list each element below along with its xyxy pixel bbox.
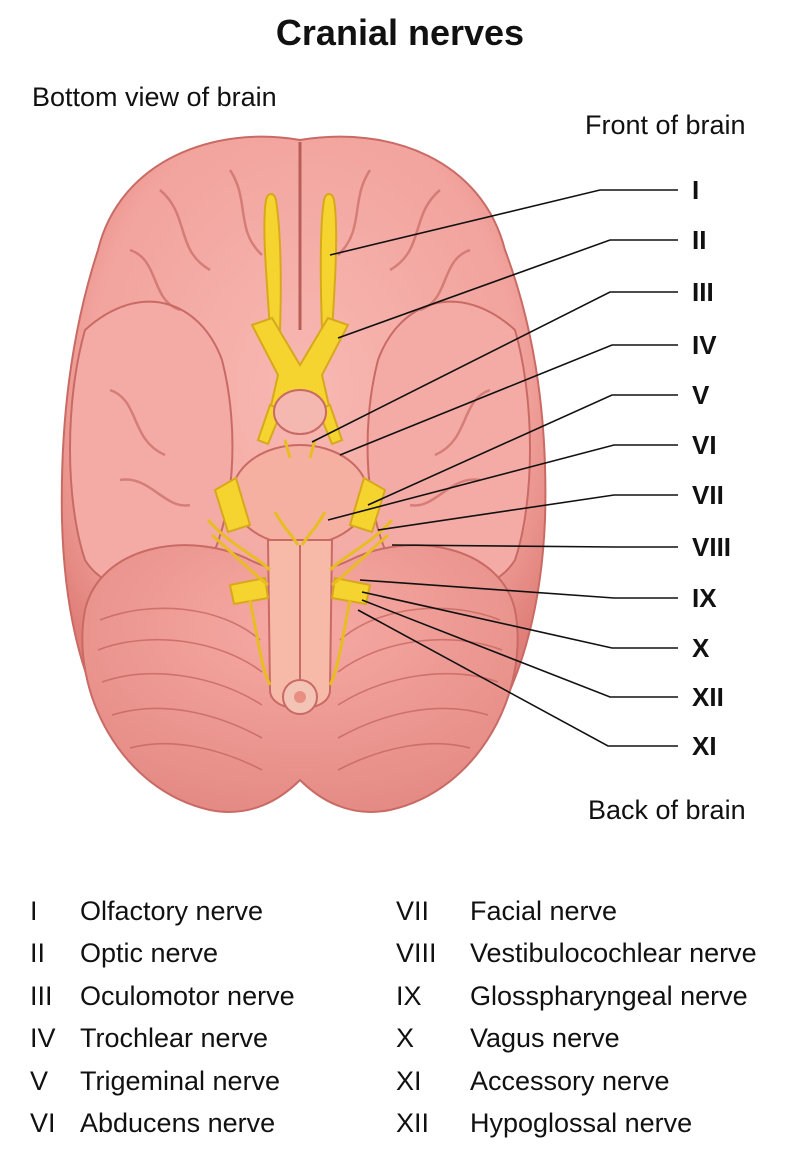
- callout-label: IX: [692, 583, 717, 613]
- legend-numeral: II: [30, 938, 46, 969]
- callout-label: I: [692, 175, 700, 205]
- legend-nerve-name: Trochlear nerve: [80, 1023, 269, 1054]
- trigeminal-right: [348, 476, 387, 534]
- callout-label: II: [692, 225, 707, 255]
- legend-numeral: IX: [396, 980, 422, 1011]
- legend-numeral: VII: [396, 895, 430, 926]
- legend-numeral: III: [30, 980, 53, 1011]
- callout-label: V: [692, 380, 710, 410]
- legend-nerve-name: Accessory nerve: [470, 1065, 670, 1096]
- legend-item: VI Abducens nerve: [30, 1103, 430, 1146]
- nerve-root-left: [228, 576, 270, 606]
- legend-item: II Optic nerve: [30, 933, 430, 976]
- legend-nerve-name: Optic nerve: [80, 938, 219, 969]
- trigeminal-left: [213, 476, 252, 534]
- pituitary: [273, 389, 327, 435]
- legend-numeral: XI: [396, 1065, 422, 1096]
- legend-nerve-name: Facial nerve: [470, 895, 618, 926]
- callout-label: III: [692, 277, 714, 307]
- olfactory-bulb-left: [263, 193, 282, 331]
- legend-nerve-name: Vagus nerve: [470, 1023, 620, 1054]
- legend-nerve-name: Oculomotor nerve: [80, 980, 295, 1011]
- legend-item: XII Hypoglossal nerve: [396, 1103, 796, 1146]
- legend-numeral: I: [30, 895, 38, 926]
- legend-numeral: V: [30, 1065, 49, 1096]
- front-of-brain-label: Front of brain: [585, 110, 746, 140]
- legend-item: IV Trochlear nerve: [30, 1018, 430, 1061]
- legend-numeral: VIII: [396, 938, 437, 969]
- legend-item: I Olfactory nerve: [30, 890, 430, 933]
- callout-label: VII: [692, 480, 724, 510]
- callout-label: VI: [692, 430, 717, 460]
- legend-nerve-name: Hypoglossal nerve: [470, 1108, 693, 1139]
- legend-item: XI Accessory nerve: [396, 1060, 796, 1103]
- nerve-root-right: [330, 576, 372, 606]
- callout-lines: [311, 189, 678, 747]
- legend-item: IX Glosspharyngeal nerve: [396, 975, 796, 1018]
- legend-item: V Trigeminal nerve: [30, 1060, 430, 1103]
- legend-item: III Oculomotor nerve: [30, 975, 430, 1018]
- callout-label: XII: [692, 682, 724, 712]
- brain-illustration: [60, 135, 678, 813]
- callout-label: XI: [692, 731, 717, 761]
- legend-left-column: I Olfactory nerve II Optic nerve III Ocu…: [30, 890, 430, 1145]
- view-label: Bottom view of brain: [32, 82, 277, 112]
- pons: [231, 444, 369, 546]
- legend-right-column: VII Facial nerve VIII Vestibulocochlear …: [396, 890, 796, 1145]
- legend-nerve-name: Olfactory nerve: [80, 895, 264, 926]
- legend-nerve-name: Vestibulocochlear nerve: [470, 938, 757, 969]
- callout-label: IV: [692, 330, 717, 360]
- legend-item: X Vagus nerve: [396, 1018, 796, 1061]
- olfactory-bulb-right: [319, 193, 338, 331]
- diagram-title: Cranial nerves: [275, 12, 525, 53]
- legend-numeral: IV: [30, 1023, 56, 1054]
- optic-chiasm: [250, 316, 350, 411]
- legend-nerve-name: Glosspharyngeal nerve: [470, 980, 748, 1011]
- legend-nerve-name: Abducens nerve: [80, 1108, 276, 1139]
- back-of-brain-label: Back of brain: [588, 795, 746, 825]
- legend-nerve-name: Trigeminal nerve: [80, 1065, 281, 1096]
- legend-numeral: X: [396, 1023, 415, 1054]
- callout-label: VIII: [692, 532, 732, 562]
- legend-item: VII Facial nerve: [396, 890, 796, 933]
- legend-numeral: XII: [396, 1108, 430, 1139]
- legend-item: VIII Vestibulocochlear nerve: [396, 933, 796, 976]
- legend-numeral: VI: [30, 1108, 56, 1139]
- callout-label: X: [692, 633, 710, 663]
